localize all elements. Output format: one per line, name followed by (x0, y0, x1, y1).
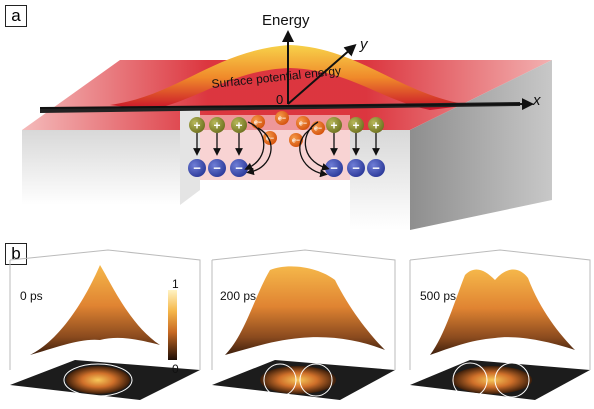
svg-text:+: + (235, 118, 242, 132)
svg-text:−: − (330, 161, 338, 176)
negative-charge: − (325, 159, 343, 177)
svg-text:e−: e− (254, 120, 262, 127)
svg-text:+: + (372, 118, 379, 132)
energy-label: Energy (262, 12, 310, 29)
y-axis-label: y (360, 36, 368, 53)
svg-text:e−: e− (266, 136, 274, 143)
negative-charge: − (347, 159, 365, 177)
svg-text:e−: e− (314, 126, 322, 133)
svg-text:+: + (213, 118, 220, 132)
negative-charge: − (367, 159, 385, 177)
svg-text:+: + (193, 118, 200, 132)
positive-charge: + (348, 117, 364, 133)
frame-1-time: 200 ps (220, 289, 257, 303)
frame-2-time: 500 ps (420, 289, 457, 303)
panel-a-diagram: Surface potential energy ++++++ −−−−−− e… (22, 30, 552, 230)
frame-200ps (211, 249, 396, 400)
positive-charge: + (231, 117, 247, 133)
frame-500ps (409, 249, 591, 400)
positive-charge: + (326, 117, 342, 133)
svg-text:e−: e− (278, 116, 286, 123)
colorbar-min-label: 0 (172, 362, 179, 376)
frame-0-time: 0 ps (20, 289, 43, 303)
panel-b-plots (9, 249, 591, 400)
electron: e− (251, 115, 265, 129)
x-axis (39, 98, 534, 111)
negative-charge: − (208, 159, 226, 177)
colorbar-max-label: 1 (172, 277, 179, 291)
svg-text:−: − (352, 161, 360, 176)
positive-charge: + (209, 117, 225, 133)
svg-text:−: − (235, 161, 243, 176)
svg-text:e−: e− (299, 121, 307, 128)
svg-text:e−: e− (292, 138, 300, 145)
panel-a-tag: a (5, 5, 27, 27)
y-axis (287, 44, 357, 105)
x-axis-label: x (533, 92, 541, 109)
frame-0ps (9, 249, 201, 400)
negative-charge: − (230, 159, 248, 177)
svg-text:−: − (213, 161, 221, 176)
positive-charge: + (189, 117, 205, 133)
electron: e− (275, 111, 289, 125)
positive-charge: + (368, 117, 384, 133)
electron: e− (311, 121, 325, 135)
svg-text:−: − (193, 161, 201, 176)
origin-label: 0 (276, 92, 284, 107)
svg-text:−: − (372, 161, 380, 176)
svg-text:+: + (330, 118, 337, 132)
electron: e− (296, 116, 310, 130)
electron: e− (289, 133, 303, 147)
negative-charge: − (188, 159, 206, 177)
svg-text:+: + (352, 118, 359, 132)
